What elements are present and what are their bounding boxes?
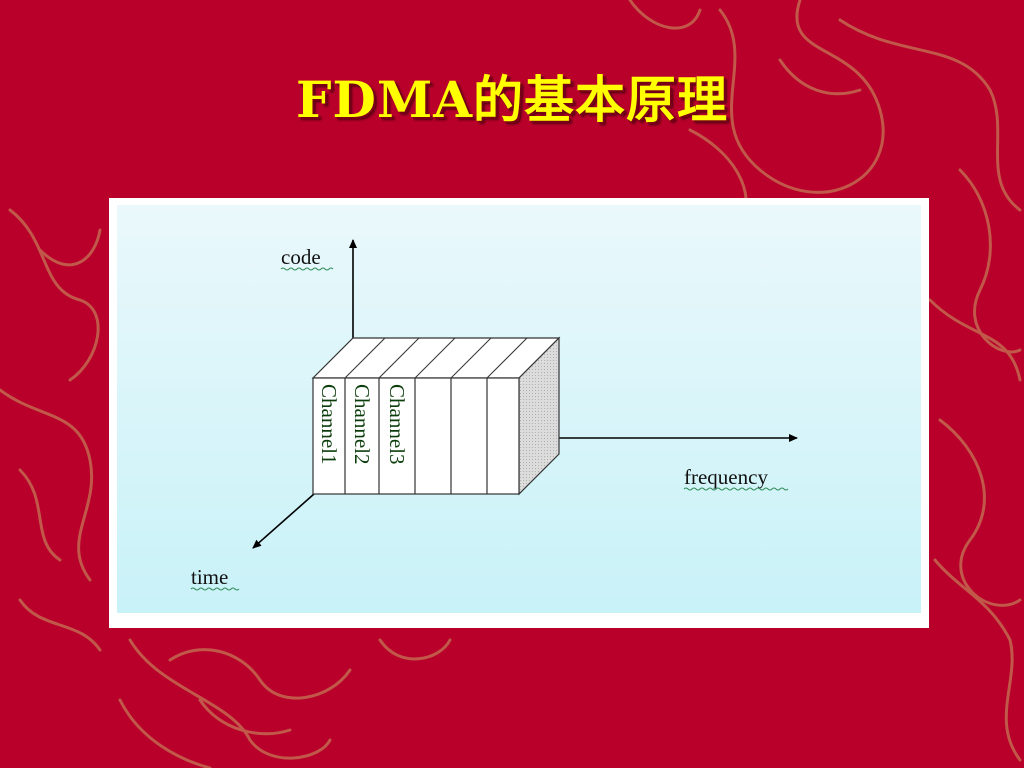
block-front-face (312, 377, 520, 495)
frequency-underline (683, 487, 789, 491)
time-underline (190, 587, 240, 591)
channel-label-3: Channel3 (385, 384, 409, 464)
code-underline (280, 267, 334, 271)
time-axis (252, 493, 315, 549)
fdma-diagram: Channel1 Channel2 Channel3 code frequenc… (117, 205, 921, 613)
diagram-panel: Channel1 Channel2 Channel3 code frequenc… (109, 198, 929, 628)
frequency-axis-label: frequency (684, 465, 768, 489)
code-axis-label: code (281, 245, 321, 269)
channel-label-2: Channel2 (350, 384, 374, 464)
block-top-face (311, 337, 561, 379)
time-axis-label: time (191, 565, 228, 589)
slide-title: FDMA的基本原理 (296, 70, 728, 129)
block-front-dividers (344, 378, 488, 494)
block-top-dividers (344, 337, 528, 379)
channel-label-1: Channel1 (317, 384, 341, 464)
